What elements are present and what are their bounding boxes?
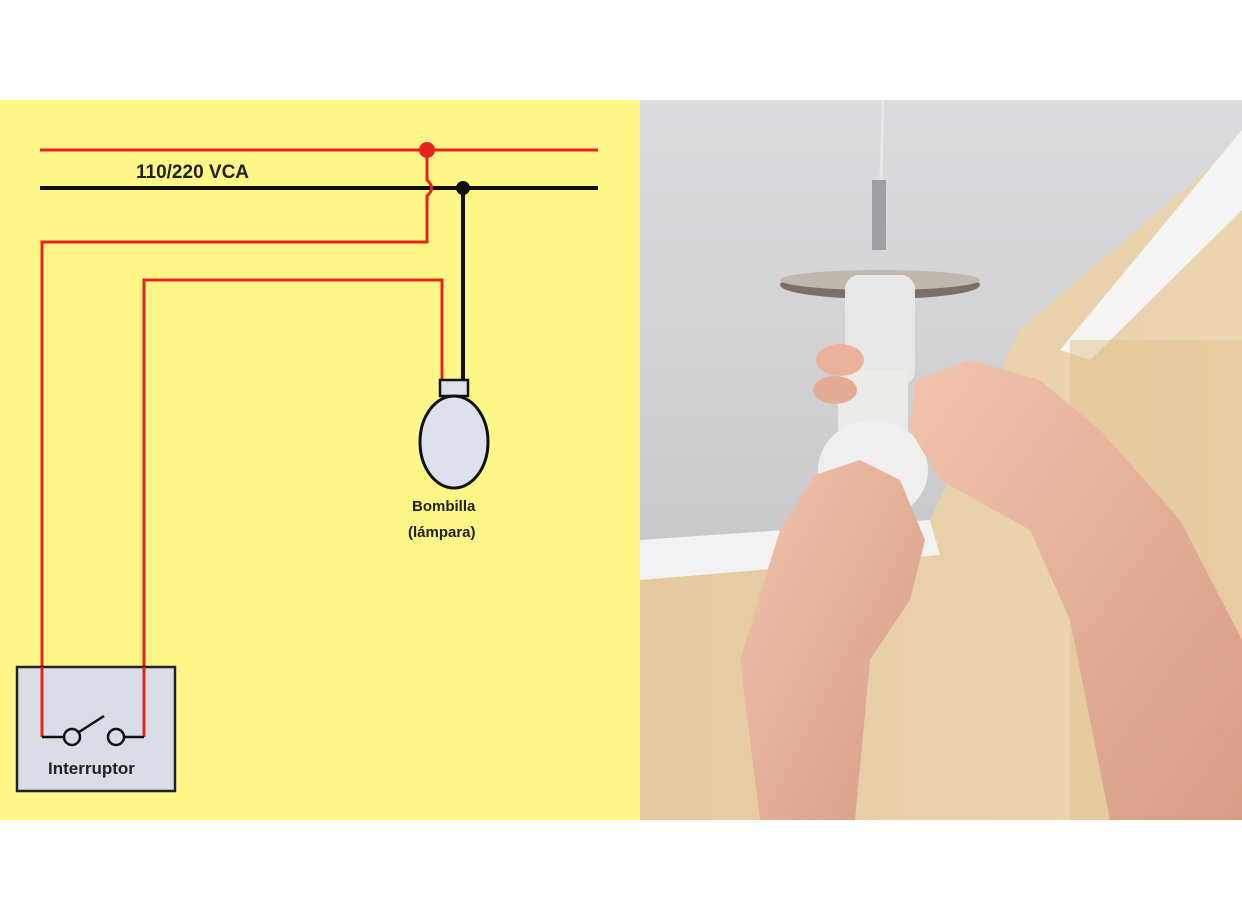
hands-changing-light-bulb-icon (640, 100, 1242, 820)
supply-voltage-label: 110/220 VCA (136, 162, 249, 183)
lamp-label-line1: Bombilla (412, 498, 476, 515)
switch-box (15, 665, 177, 793)
switch-label: Interruptor (48, 759, 135, 778)
switched-return-wire (142, 278, 444, 736)
wiring-diagram: 110/220 VCA Bombilla (lámpara) (0, 100, 640, 820)
lamp-icon (418, 378, 490, 490)
lamp-label-line2: (lámpara) (408, 524, 476, 541)
phase-drop-wire (40, 150, 433, 736)
bulb-change-photo (640, 100, 1242, 820)
wiring-diagram-svg: 110/220 VCA Bombilla (lámpara) (15, 142, 598, 793)
switch-icon (42, 714, 144, 747)
